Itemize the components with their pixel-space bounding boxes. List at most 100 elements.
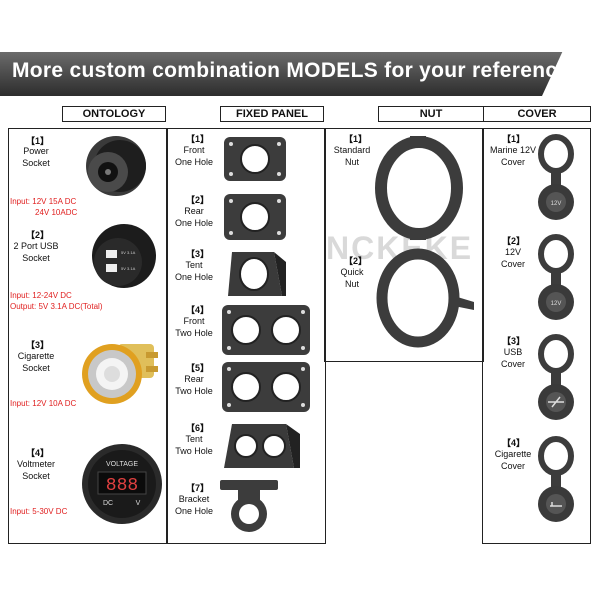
label-line: Two Hole xyxy=(175,446,213,456)
item-number: 【1】 xyxy=(344,134,368,144)
usb-bottom-text: 5V 3.1A xyxy=(121,266,136,271)
item-label: Front Two Hole xyxy=(170,315,218,339)
label-line: Socket xyxy=(22,471,50,481)
cover-12v-text: 12V xyxy=(551,301,562,307)
12v-cover-image: 12V xyxy=(538,234,574,320)
voltage-reading: 888 xyxy=(106,476,138,496)
item-label: 2 Port USB Socket xyxy=(10,240,62,264)
item-number: 【4】 xyxy=(186,305,210,315)
label-line: Rear xyxy=(184,374,204,384)
standard-nut-image xyxy=(375,136,463,240)
item-label: 12V Cover xyxy=(484,246,542,270)
item-number: 【3】 xyxy=(186,249,210,259)
item-label: Cigarette Socket xyxy=(10,350,62,374)
cover-column xyxy=(482,128,591,544)
item-label: Front One Hole xyxy=(170,144,218,168)
item-number: 【3】 xyxy=(502,336,526,346)
label-line: Two Hole xyxy=(175,328,213,338)
front-two-hole-panel xyxy=(222,305,310,355)
label-line: 2 Port USB xyxy=(13,241,59,251)
item-number: 【1】 xyxy=(186,134,210,144)
item-number: 【1】 xyxy=(26,136,50,146)
label-line: Cover xyxy=(500,157,525,167)
item-number: 【7】 xyxy=(186,483,210,493)
cover-12v-text: 12V xyxy=(551,201,562,207)
item-number: 【6】 xyxy=(186,423,210,433)
item-label: Rear Two Hole xyxy=(170,373,218,397)
tent-two-hole-panel xyxy=(224,424,300,468)
voltmeter-socket-image: VOLTAGE 888 DC V xyxy=(82,444,162,524)
marine-12v-cover-image: 12V xyxy=(538,134,574,220)
label-line: Power xyxy=(23,146,49,156)
label-line: Tent xyxy=(185,434,203,444)
item-spec: Input: 12-24V DC xyxy=(10,291,72,300)
bracket-one-hole xyxy=(220,480,278,532)
label-line: Nut xyxy=(344,157,359,167)
item-number: 【3】 xyxy=(26,340,50,350)
usb-top-text: 5V 3.1A xyxy=(121,250,136,255)
label-line: Front xyxy=(183,145,205,155)
item-label: Power Socket xyxy=(10,145,62,169)
ontology-column xyxy=(8,128,168,544)
label-line: Two Hole xyxy=(175,386,213,396)
item-label: Bracket One Hole xyxy=(170,493,218,517)
item-spec: Output: 5V 3.1A DC(Total) xyxy=(10,302,103,311)
label-line: Marine 12V xyxy=(489,145,537,155)
item-spec: Input: 5-30V DC xyxy=(10,507,68,516)
item-number: 【4】 xyxy=(26,448,50,458)
front-one-hole-panel xyxy=(224,137,286,181)
label-line: Socket xyxy=(22,363,50,373)
header-ontology: ONTOLOGY xyxy=(62,106,166,122)
label-line: Cover xyxy=(500,461,525,471)
label-line: Socket xyxy=(22,253,50,263)
item-number: 【2】 xyxy=(186,195,210,205)
label-line: 12V xyxy=(504,247,521,257)
label-line: Cover xyxy=(500,259,525,269)
cigarette-cover-image xyxy=(538,436,574,522)
item-number: 【5】 xyxy=(186,363,210,373)
label-line: Cigarette xyxy=(494,449,532,459)
item-number: 【2】 xyxy=(26,230,50,240)
label-line: Voltmeter xyxy=(16,459,56,469)
label-line: Cover xyxy=(500,359,525,369)
v-text: V xyxy=(136,500,141,507)
label-line: Rear xyxy=(184,206,204,216)
label-line: Nut xyxy=(344,279,359,289)
label-line: One Hole xyxy=(174,157,214,167)
item-spec: Input: 12V 10A DC xyxy=(10,399,77,408)
header-nut: NUT xyxy=(378,106,484,122)
quick-nut-image xyxy=(376,248,474,348)
item-label: Rear One Hole xyxy=(170,205,218,229)
label-line: Cigarette xyxy=(17,351,55,361)
cigarette-socket-image xyxy=(82,344,158,404)
rear-two-hole-panel xyxy=(222,362,310,412)
item-label: Marine 12V Cover xyxy=(484,144,542,168)
cigarette-symbol-icon xyxy=(550,502,562,507)
item-label: Voltmeter Socket xyxy=(10,458,62,482)
label-line: Standard xyxy=(333,145,371,155)
label-line: Front xyxy=(183,316,205,326)
item-spec: Input: 12V 15A DC xyxy=(10,197,77,206)
usb-symbol-icon xyxy=(548,396,564,408)
item-label: Tent Two Hole xyxy=(170,433,218,457)
fixed-panel-column xyxy=(166,128,326,544)
rear-one-hole-panel xyxy=(224,194,286,240)
item-spec: 24V 10ADC xyxy=(35,208,78,217)
label-line: Quick xyxy=(340,267,364,277)
label-line: Socket xyxy=(22,158,50,168)
item-number: 【2】 xyxy=(502,236,526,246)
item-label: Standard Nut xyxy=(328,144,376,168)
item-label: Quick Nut xyxy=(328,266,376,290)
label-line: One Hole xyxy=(174,272,214,282)
item-number: 【2】 xyxy=(344,256,368,266)
banner-title: More custom combination MODELS for your … xyxy=(12,59,570,82)
label-line: One Hole xyxy=(174,506,214,516)
title-banner: More custom combination MODELS for your … xyxy=(0,52,600,96)
label-line: USB xyxy=(503,347,523,357)
item-number: 【4】 xyxy=(502,438,526,448)
tent-one-hole-panel xyxy=(228,252,286,296)
power-socket-image xyxy=(86,136,146,196)
header-fixed-panel: FIXED PANEL xyxy=(220,106,324,122)
item-label: Tent One Hole xyxy=(170,259,218,283)
label-line: Tent xyxy=(185,260,203,270)
